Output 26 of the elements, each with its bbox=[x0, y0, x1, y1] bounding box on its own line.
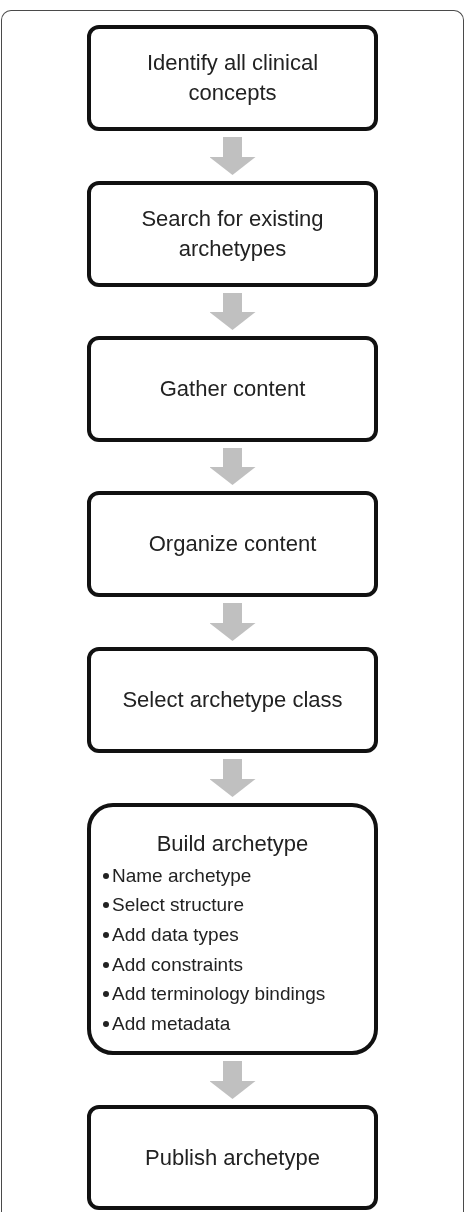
list-item-text: Add metadata bbox=[112, 1011, 231, 1036]
process-box bbox=[87, 1105, 378, 1210]
box-heading: Build archetype bbox=[156, 830, 309, 858]
arrow bbox=[209, 1061, 256, 1099]
arrow bbox=[209, 137, 256, 175]
list-item-text: Add data types bbox=[112, 923, 239, 947]
list-item-text: Add terminology bindings bbox=[112, 982, 326, 1007]
process-box bbox=[87, 491, 378, 597]
process-box bbox=[87, 803, 378, 1055]
process-box bbox=[87, 181, 378, 287]
step-text: Identify all clinical concepts bbox=[145, 49, 320, 107]
arrow bbox=[209, 448, 256, 485]
list-item-text: Name archetype bbox=[112, 863, 252, 888]
list-item-text: Add constraints bbox=[112, 952, 243, 977]
step-text: Publish archetype bbox=[145, 1143, 320, 1172]
step-text: Gather content bbox=[159, 375, 306, 403]
step-text: Search for existing archetypes bbox=[140, 205, 325, 263]
process-box bbox=[87, 647, 378, 753]
step-text: Select archetype class bbox=[122, 686, 343, 714]
step-text: Organize content bbox=[148, 530, 317, 558]
arrow bbox=[209, 603, 256, 641]
list-item-text: Select structure bbox=[112, 893, 244, 918]
process-box bbox=[87, 336, 378, 442]
process-box bbox=[87, 25, 378, 131]
arrow bbox=[209, 293, 256, 330]
arrow bbox=[209, 759, 256, 797]
